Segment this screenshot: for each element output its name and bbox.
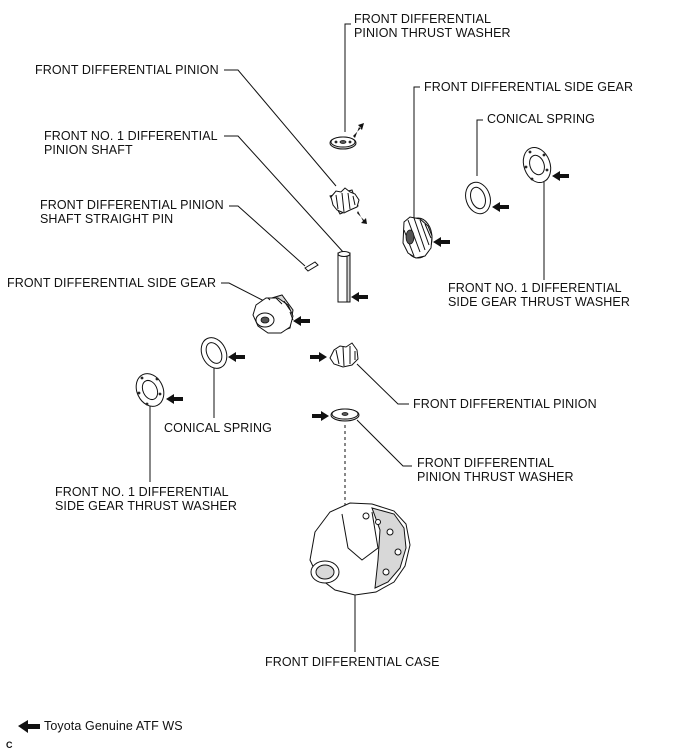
- pinion-top-part: [329, 187, 360, 215]
- label-line: SIDE GEAR THRUST WASHER: [55, 499, 237, 513]
- label-line: SIDE GEAR THRUST WASHER: [448, 295, 630, 309]
- side-gear-thrust-washer-right-part: [522, 147, 552, 183]
- label-line: FRONT DIFFERENTIAL SIDE GEAR: [7, 276, 217, 290]
- label-line: PINION THRUST WASHER: [354, 26, 511, 40]
- label-conical-spring-left: CONICAL SPRING: [164, 421, 272, 435]
- straight-pin-part: [304, 261, 319, 272]
- label-line: FRONT DIFFERENTIAL: [417, 456, 554, 470]
- atf-arrows: [166, 123, 569, 421]
- label-case: FRONT DIFFERENTIAL CASE: [265, 655, 440, 669]
- side-gear-thrust-washer-left-part: [135, 373, 165, 407]
- leader-lines: [149, 23, 545, 652]
- label-line: PINION THRUST WASHER: [417, 470, 574, 484]
- atf-arrow-icon: [166, 394, 183, 404]
- label-line: PINION SHAFT: [44, 143, 133, 157]
- pinion-thrust-washer-bottom-part: [330, 408, 360, 422]
- label-conical-spring-right: CONICAL SPRING: [487, 112, 595, 126]
- conical-spring-left-part: [200, 337, 228, 369]
- label-line: FRONT NO. 1 DIFFERENTIAL: [44, 129, 218, 143]
- label-side-gear-left: FRONT DIFFERENTIAL SIDE GEAR: [7, 276, 216, 290]
- label-pinion-bottom: FRONT DIFFERENTIAL PINION: [413, 397, 597, 411]
- legend-text: Toyota Genuine ATF WS: [44, 719, 183, 733]
- label-pinion-top: FRONT DIFFERENTIAL PINION: [35, 63, 219, 77]
- label-side-gear-right: FRONT DIFFERENTIAL SIDE GEAR: [424, 80, 633, 94]
- left-arrow-icon: [18, 720, 40, 733]
- label-line: FRONT DIFFERENTIAL PINION: [35, 63, 219, 77]
- atf-arrow-icon: [351, 292, 368, 302]
- label-line: SHAFT STRAIGHT PIN: [40, 212, 174, 226]
- label-line: FRONT DIFFERENTIAL SIDE GEAR: [424, 80, 634, 94]
- pinion-bottom-part: [329, 342, 359, 368]
- atf-arrow-icon: [357, 211, 367, 224]
- atf-arrow-icon: [433, 237, 450, 247]
- label-line: FRONT NO. 1 DIFFERENTIAL: [55, 485, 229, 499]
- label-line: FRONT NO. 1 DIFFERENTIAL: [448, 281, 622, 295]
- side-gear-left-part: [252, 294, 294, 334]
- label-line: CONICAL SPRING: [164, 421, 272, 435]
- pinion-thrust-washer-top-part: [329, 136, 357, 150]
- atf-arrow-icon: [492, 202, 509, 212]
- label-line: FRONT DIFFERENTIAL PINION: [40, 198, 224, 212]
- atf-arrow-icon: [312, 411, 329, 421]
- side-gear-right-part: [402, 216, 433, 259]
- atf-arrow-icon: [353, 123, 364, 138]
- label-line: CONICAL SPRING: [487, 112, 595, 126]
- pinion-shaft-part: [337, 251, 351, 303]
- label-line: FRONT DIFFERENTIAL: [354, 12, 491, 26]
- label-line: FRONT DIFFERENTIAL CASE: [265, 655, 440, 669]
- atf-arrow-icon: [228, 352, 245, 362]
- atf-arrow-icon: [552, 171, 569, 181]
- corner-mark: C: [6, 740, 13, 750]
- atf-arrow-icon: [310, 352, 327, 362]
- label-line: FRONT DIFFERENTIAL PINION: [413, 397, 597, 411]
- conical-spring-right-part: [465, 181, 491, 215]
- atf-arrow-icon: [293, 316, 310, 326]
- differential-case-part: [309, 502, 411, 596]
